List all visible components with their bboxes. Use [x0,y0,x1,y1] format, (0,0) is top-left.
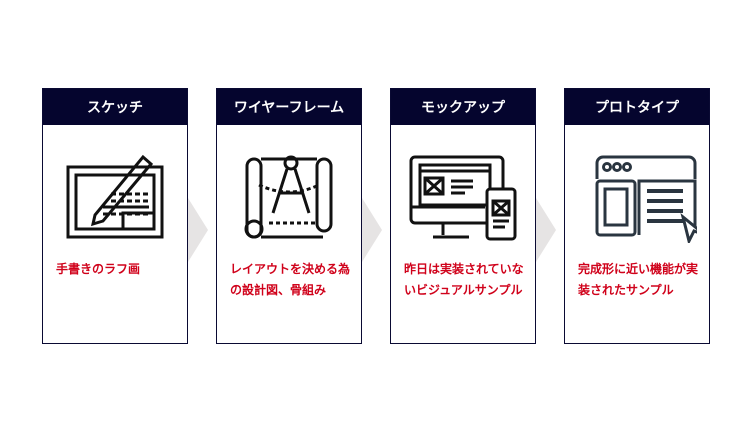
desktop-mobile-mockup-icon [391,151,535,243]
step-title: ワイヤーフレーム [217,89,361,125]
chevron-right-icon [362,198,382,262]
step-card-mockup: モックアップ 昨日は実装されていないビジュアルサンプル [390,88,536,344]
browser-cursor-icon [565,151,709,243]
step-description: 完成形に近い機能が実装されたサンプル [578,262,699,297]
step-title: モックアップ [391,89,535,125]
chevron-right-icon [188,198,208,262]
step-title: プロトタイプ [565,89,709,125]
step-card-prototype: プロトタイプ 完成形に近い機能が実装されたサンプル [564,88,710,344]
step-card-wireframe: ワイヤーフレーム レイアウトを決める為の設計図、骨組み [216,88,362,344]
step-title: スケッチ [43,89,187,125]
blueprint-compass-icon [217,151,361,243]
step-description: 昨日は実装されていないビジュアルサンプル [404,262,524,297]
sketch-tablet-pencil-icon [43,151,187,243]
step-card-sketch: スケッチ 手書きのラフ画 [42,88,188,344]
chevron-right-icon [536,198,556,262]
step-description: 手書きのラフ画 [56,262,141,276]
step-description: レイアウトを決める為の設計図、骨組み [230,262,351,297]
